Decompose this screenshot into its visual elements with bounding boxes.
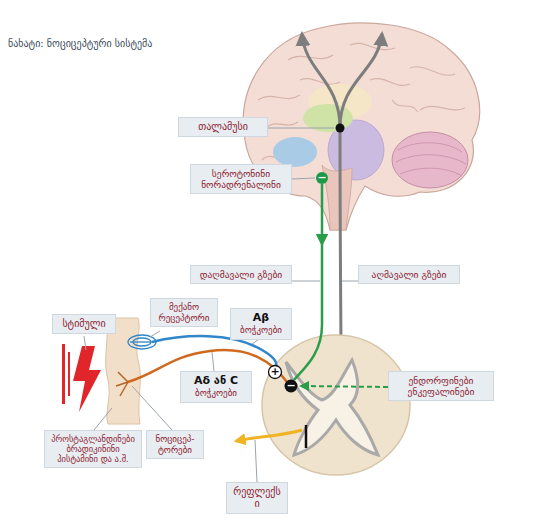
leader-line [84, 336, 86, 350]
inhibit-circle [316, 172, 328, 184]
synapse-sign: − [316, 172, 328, 184]
box-label: ბოჭკოები [235, 325, 287, 336]
gyrus-line [420, 106, 465, 110]
leader-line [292, 281, 320, 282]
box-label: პროსტაგლანდინები ბრადიკინინი ჰისტამინი დ… [49, 434, 137, 464]
leader-line [255, 440, 257, 482]
central-line [305, 425, 308, 448]
label-box: დაღმავალი გზები [190, 265, 292, 284]
fold-line [398, 143, 462, 152]
leader-line [212, 352, 214, 371]
cerebellum [392, 132, 468, 188]
leader-line [132, 386, 172, 430]
gyrus-line [392, 100, 418, 112]
box-label: სტიმული [57, 318, 111, 330]
fold-line [396, 155, 466, 164]
cerebellum-folds [396, 143, 466, 176]
spinal-cord [262, 335, 410, 475]
nerve-endings [116, 372, 128, 396]
leader-line [252, 340, 258, 344]
mechanoreceptor [128, 335, 156, 349]
label-box: Aβბოჭკოები [230, 308, 292, 340]
stimulus-rays [62, 344, 70, 404]
receptor-coil [130, 341, 154, 342]
synapse-sign: + [269, 366, 281, 378]
skin [106, 318, 141, 424]
leader-lines [84, 128, 358, 482]
box-label: სეროტონინი ნორადრენალინი [195, 168, 287, 190]
leader-line [292, 178, 315, 179]
descending-path [294, 244, 322, 380]
leader-line [94, 408, 112, 430]
endorphin-arrow [301, 386, 388, 387]
descending-arrow [321, 184, 324, 244]
cord-section [262, 335, 410, 475]
lightning [73, 346, 101, 412]
inhibit-circle [285, 380, 298, 393]
leader-line [268, 128, 334, 129]
box-label: დაღმავალი გზები [195, 269, 287, 280]
box-label: რეფლექსი [231, 486, 283, 510]
figure-title: ნახატი: ნოციცეპტური სისტემა [8, 38, 152, 49]
label-box: სტიმული [52, 314, 116, 334]
blue-region [273, 137, 317, 167]
fiber-type-heading: Aδ ან C [185, 375, 247, 388]
fiber-type-heading: Aβ [235, 312, 287, 325]
gyrus-line [300, 79, 340, 85]
box-label: მექანო რეცეპტორი [155, 302, 213, 323]
leader-line [342, 281, 358, 282]
receptor-coil [128, 335, 156, 349]
ray [68, 352, 70, 396]
box-label: ნოციცეპ- ტორები [151, 434, 199, 455]
ending-branch [118, 372, 128, 382]
leader-line [150, 331, 160, 337]
box-label: ბოჭკოები [185, 388, 247, 399]
brain [243, 23, 480, 230]
label-box: სეროტონინი ნორადრენალინი [190, 164, 292, 194]
synapse-sign: − [285, 380, 297, 392]
label-box: პროსტაგლანდინები ბრადიკინინი ჰისტამინი დ… [44, 430, 142, 468]
relay-dot [336, 124, 345, 133]
gyrus-line [258, 95, 300, 100]
label-box: მექანო რეცეპტორი [150, 298, 218, 327]
cortex-arrow [302, 34, 340, 128]
reflex-arrow [236, 430, 302, 441]
gyrus-line [410, 67, 455, 75]
box-label: თალამუსი [183, 121, 263, 133]
excite-circle [269, 366, 282, 379]
abeta-fiber [152, 336, 276, 367]
gyrus-line [266, 122, 298, 128]
box-label: აღმავალი გზები [363, 269, 455, 280]
cerebrum [243, 23, 480, 230]
ending-branch [120, 382, 128, 396]
label-box: თალამუსი [178, 117, 268, 137]
ray [62, 344, 65, 404]
label-box: რეფლექსი [226, 482, 288, 514]
cortex-arrow [340, 34, 382, 128]
label-box: აღმავალი გზები [358, 265, 460, 284]
label-box: ნოციცეპ- ტორები [146, 430, 204, 459]
fold-line [400, 168, 462, 176]
gyrus-line [370, 79, 410, 86]
label-box: Aδ ან Cბოჭკოები [180, 371, 252, 403]
label-box: ენდორფინები ენკეფალინები [388, 371, 494, 401]
box-label: ენდორფინები ენკეფალინები [393, 375, 489, 397]
gyrus-line [350, 43, 395, 49]
